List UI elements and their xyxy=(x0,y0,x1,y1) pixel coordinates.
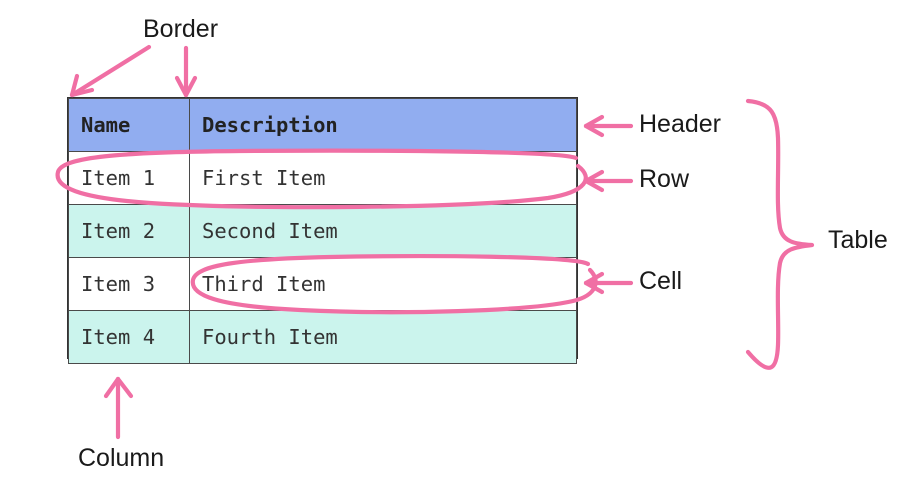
cell-description: First Item xyxy=(189,151,577,205)
column-arrow xyxy=(103,376,134,440)
data-table: Name Description Item 1 First Item Item … xyxy=(68,98,577,364)
table-brace xyxy=(745,98,815,370)
annotation-label-row: Row xyxy=(639,165,690,193)
annotation-label-header: Header xyxy=(639,110,721,138)
border-arrow-diagonal xyxy=(69,44,152,98)
annotation-label-cell: Cell xyxy=(639,267,683,295)
data-table-container: Name Description Item 1 First Item Item … xyxy=(67,97,578,364)
header-cell-description: Description xyxy=(189,98,577,152)
table-header: Name Description xyxy=(68,98,577,152)
cell-description: Third Item xyxy=(189,257,577,311)
cell-description: Fourth Item xyxy=(189,310,577,364)
header-row: Name Description xyxy=(68,98,577,152)
cell-arrow xyxy=(583,271,634,295)
row-arrow xyxy=(583,169,634,193)
table-row: Item 3 Third Item xyxy=(68,257,577,311)
table-row: Item 2 Second Item xyxy=(68,204,577,258)
table-body: Item 1 First Item Item 2 Second Item Ite… xyxy=(68,151,577,364)
cell-name: Item 1 xyxy=(68,151,190,205)
cell-name: Item 2 xyxy=(68,204,190,258)
annotation-label-column: Column xyxy=(78,444,165,472)
cell-name: Item 3 xyxy=(68,257,190,311)
cell-name: Item 4 xyxy=(68,310,190,364)
table-row: Item 4 Fourth Item xyxy=(68,310,577,364)
annotation-label-table: Table xyxy=(828,226,888,254)
cell-description: Second Item xyxy=(189,204,577,258)
header-arrow xyxy=(583,114,634,138)
table-row: Item 1 First Item xyxy=(68,151,577,205)
border-arrow-vertical xyxy=(174,45,198,98)
annotation-label-border: Border xyxy=(143,15,219,43)
header-cell-name: Name xyxy=(68,98,190,152)
